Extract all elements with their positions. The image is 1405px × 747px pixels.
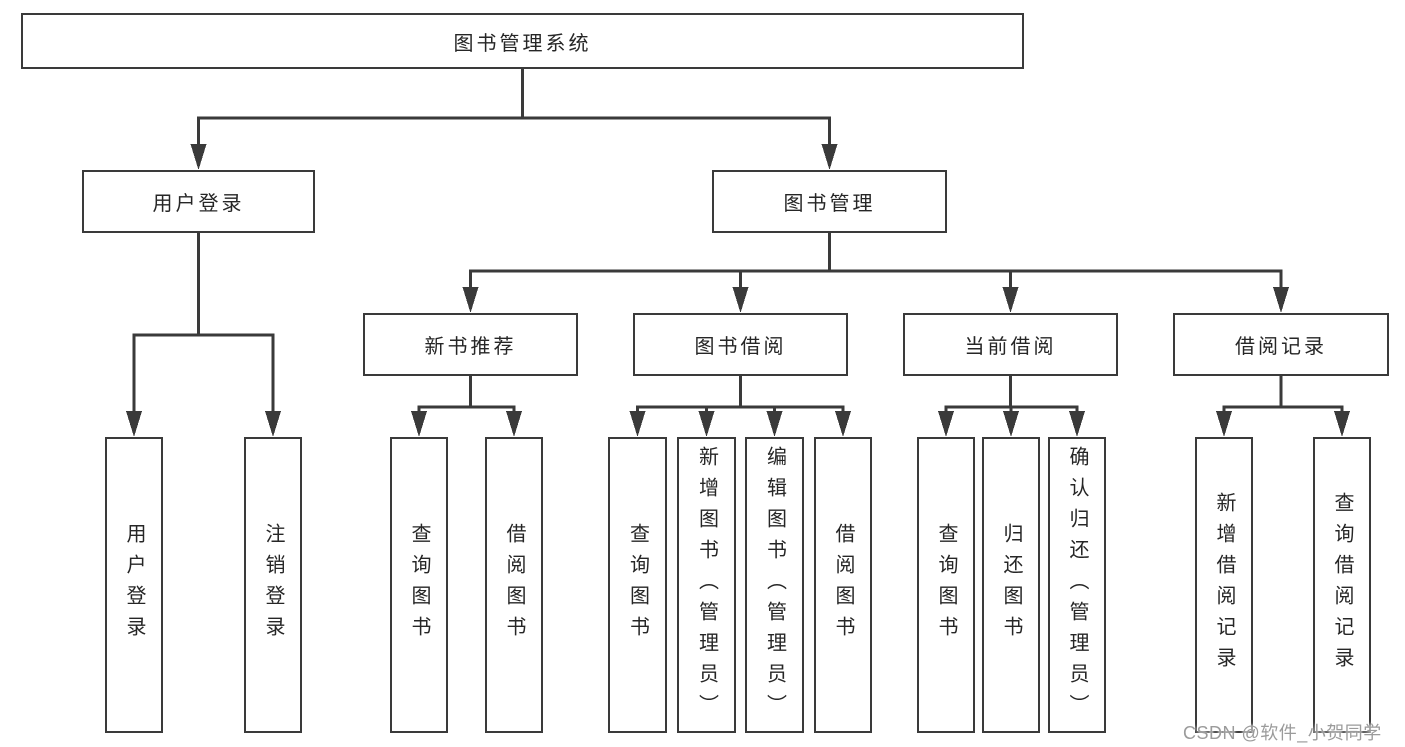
node-label: 新书推荐 xyxy=(424,336,517,358)
node-add-book: 新增图书（管理员） xyxy=(677,437,736,733)
node-label: 当前借阅 xyxy=(964,336,1057,358)
node-borrow-book-2: 借阅图书 xyxy=(814,437,872,733)
arrowhead xyxy=(1216,411,1232,437)
node-label: 图书借阅 xyxy=(694,336,787,358)
arrowhead xyxy=(1003,411,1019,437)
node-label: 借阅记录 xyxy=(1235,336,1327,358)
node-root: 图书管理系统 xyxy=(21,13,1024,69)
node-query-book-2: 查询图书 xyxy=(608,437,667,733)
node-label: 归还图书 xyxy=(1000,523,1022,647)
node-user-login: 用户登录 xyxy=(82,170,315,233)
arrowhead xyxy=(506,411,522,437)
arrowhead xyxy=(732,287,749,313)
arrowhead xyxy=(1273,287,1289,313)
node-label: 查询图书 xyxy=(626,523,649,647)
node-label: 图书管理系统 xyxy=(453,32,592,55)
node-label: 编辑图书（管理员） xyxy=(763,445,786,725)
arrowhead xyxy=(265,411,281,437)
node-user-login-leaf: 用户登录 xyxy=(105,437,163,733)
node-borrow-record: 借阅记录 xyxy=(1173,313,1389,376)
arrowhead xyxy=(1002,287,1019,313)
watermark: CSDN @软件_小贺同学 xyxy=(1183,723,1382,743)
arrowhead xyxy=(1069,411,1085,437)
arrowhead xyxy=(698,411,715,437)
node-confirm-return: 确认归还（管理员） xyxy=(1048,437,1106,733)
node-return-book: 归还图书 xyxy=(982,437,1040,733)
node-query-borrow-record: 查询借阅记录 xyxy=(1313,437,1371,733)
node-label: 新增借阅记录 xyxy=(1213,492,1235,678)
node-label: 用户登录 xyxy=(123,523,145,647)
node-label: 注销登录 xyxy=(262,523,284,647)
node-query-book-1: 查询图书 xyxy=(390,437,448,733)
node-label: 查询图书 xyxy=(935,523,957,647)
node-book-mgmt: 图书管理 xyxy=(712,170,947,233)
node-book-borrow: 图书借阅 xyxy=(633,313,848,376)
node-new-book-rec: 新书推荐 xyxy=(363,313,578,376)
arrowhead xyxy=(629,411,646,437)
arrowhead xyxy=(411,411,427,437)
arrowhead xyxy=(766,411,783,437)
node-label: 查询借阅记录 xyxy=(1331,492,1353,678)
node-logout: 注销登录 xyxy=(244,437,302,733)
arrowhead xyxy=(835,411,851,437)
node-current-borrow: 当前借阅 xyxy=(903,313,1118,376)
arrowhead xyxy=(462,287,479,313)
node-add-borrow-record: 新增借阅记录 xyxy=(1195,437,1253,733)
node-query-book-3: 查询图书 xyxy=(917,437,975,733)
arrowhead xyxy=(1334,411,1350,437)
node-label: 确认归还（管理员） xyxy=(1066,445,1088,725)
node-label: 借阅图书 xyxy=(832,523,854,647)
node-borrow-book-1: 借阅图书 xyxy=(485,437,543,733)
arrowhead xyxy=(126,411,142,437)
node-label: 用户登录 xyxy=(152,193,245,215)
node-edit-book: 编辑图书（管理员） xyxy=(745,437,804,733)
arrowhead xyxy=(821,144,838,170)
arrowhead xyxy=(938,411,954,437)
node-label: 新增图书（管理员） xyxy=(695,445,718,725)
node-label: 借阅图书 xyxy=(503,523,525,647)
node-label: 查询图书 xyxy=(408,523,430,647)
node-label: 图书管理 xyxy=(783,193,876,215)
arrowhead xyxy=(190,144,207,170)
